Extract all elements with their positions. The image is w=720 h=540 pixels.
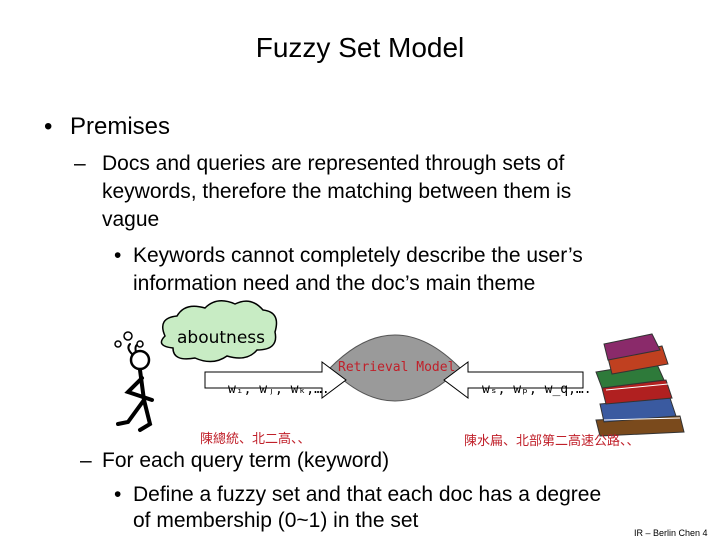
bullet-marker: • bbox=[114, 244, 122, 267]
sub-bullet-line-3: vague bbox=[102, 208, 160, 231]
slide-footer: IR – Berlin Chen 4 bbox=[634, 528, 708, 538]
sub-bullet-line-1: Docs and queries are represented through… bbox=[102, 152, 565, 175]
slide-title: Fuzzy Set Model bbox=[255, 32, 465, 63]
query-chinese-terms: 陳總統、北二高、、 bbox=[200, 432, 311, 447]
books-stack-icon bbox=[595, 333, 685, 437]
aboutness-label: aboutness bbox=[177, 328, 265, 348]
dash-marker: – bbox=[74, 152, 86, 175]
doc-chinese-terms: 陳水扁、北部第二高速公路、、 bbox=[464, 434, 640, 449]
sub-bullet-query-term: For each query term (keyword) bbox=[102, 449, 390, 472]
dash-marker: – bbox=[80, 449, 92, 472]
bullet-marker: • bbox=[44, 113, 53, 140]
sub-sub-bullet-line-1: Keywords cannot completely describe the … bbox=[133, 244, 583, 267]
fuzzy-set-line-1: Define a fuzzy set and that each doc has… bbox=[133, 483, 602, 506]
query-terms: wᵢ, wⱼ, wₖ,…. bbox=[228, 382, 330, 397]
retrieval-diagram bbox=[114, 300, 685, 437]
left-arrow-icon bbox=[204, 361, 347, 399]
thinking-person-icon bbox=[114, 331, 154, 432]
sub-sub-bullet-line-2: information need and the doc’s main them… bbox=[133, 272, 536, 295]
right-arrow-icon bbox=[443, 361, 584, 399]
thought-bubble bbox=[160, 300, 278, 363]
bullet-premises: Premises bbox=[70, 113, 171, 140]
sub-bullet-line-2: keywords, therefore the matching between… bbox=[102, 180, 572, 203]
bullet-marker: • bbox=[114, 483, 122, 506]
retrieval-model-label: Retrieval Model bbox=[338, 360, 456, 375]
doc-terms: wₛ, wₚ, w_q,…. bbox=[482, 382, 592, 397]
fuzzy-set-line-2: of membership (0~1) in the set bbox=[133, 509, 419, 532]
